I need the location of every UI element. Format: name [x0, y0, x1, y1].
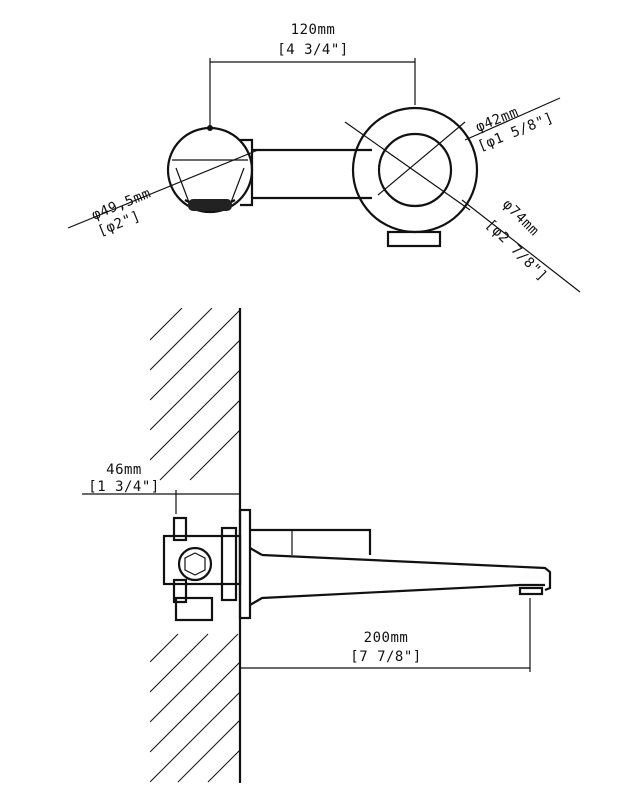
valve-body	[162, 516, 242, 622]
wall-depth-dimension: 46mm [1 3/4"]	[82, 462, 240, 514]
spacing-imperial-label: [4 3/4"]	[277, 42, 348, 58]
handle-diameter-dimension: φ42mm [φ1 5/8"]	[464, 97, 561, 155]
spout-side	[238, 508, 552, 620]
wall-hatch	[150, 308, 240, 783]
wall-depth-imperial-label: [1 3/4"]	[88, 479, 159, 495]
plate-diameter-dimension: φ74mm [φ2 7/8"]	[461, 197, 581, 293]
spout-diameter-dimension: φ49,5mm [φ2"]	[67, 149, 259, 240]
spout-top	[166, 125, 372, 214]
wall-depth-metric-label: 46mm	[106, 462, 142, 478]
spacing-dimension: 120mm [4 3/4"]	[209, 22, 416, 128]
spout-reach-imperial-label: [7 7/8"]	[350, 649, 421, 665]
spout-reach-dimension: 200mm [7 7/8"]	[240, 598, 531, 672]
spout-reach-metric-label: 200mm	[364, 630, 409, 646]
side-view: 46mm [1 3/4"] 200mm [7	[82, 308, 552, 783]
top-view: 120mm [4 3/4"] φ49,5mm [φ2"]	[67, 22, 581, 293]
spacing-metric-label: 120mm	[291, 22, 336, 38]
handle-top	[344, 106, 479, 248]
